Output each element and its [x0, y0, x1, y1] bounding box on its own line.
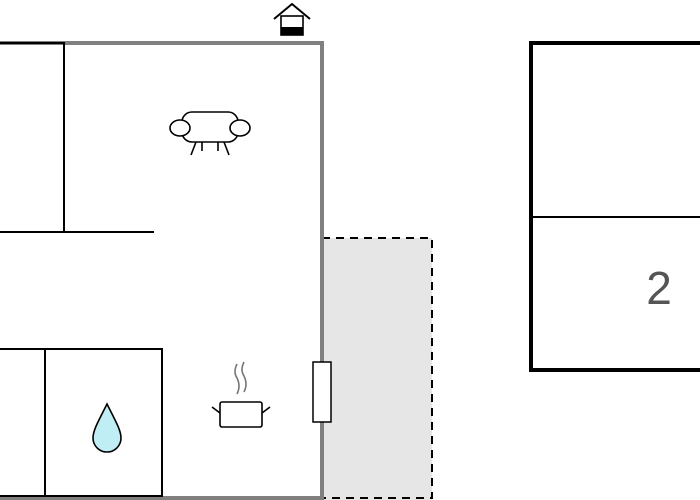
terrace-area	[322, 238, 432, 500]
entrance-house-icon	[273, 2, 311, 36]
room-number-label: 2	[646, 262, 672, 314]
sofa-icon	[169, 111, 251, 156]
cooking-pot-icon	[211, 361, 271, 428]
room-wall-top-left	[0, 42, 65, 232]
terrace-door	[312, 361, 332, 423]
outer-wall	[0, 41, 324, 500]
terrace-outline	[292, 237, 433, 499]
bathroom-wall	[0, 348, 163, 497]
water-drop-icon	[92, 402, 122, 453]
bedroom-outline	[529, 41, 700, 372]
